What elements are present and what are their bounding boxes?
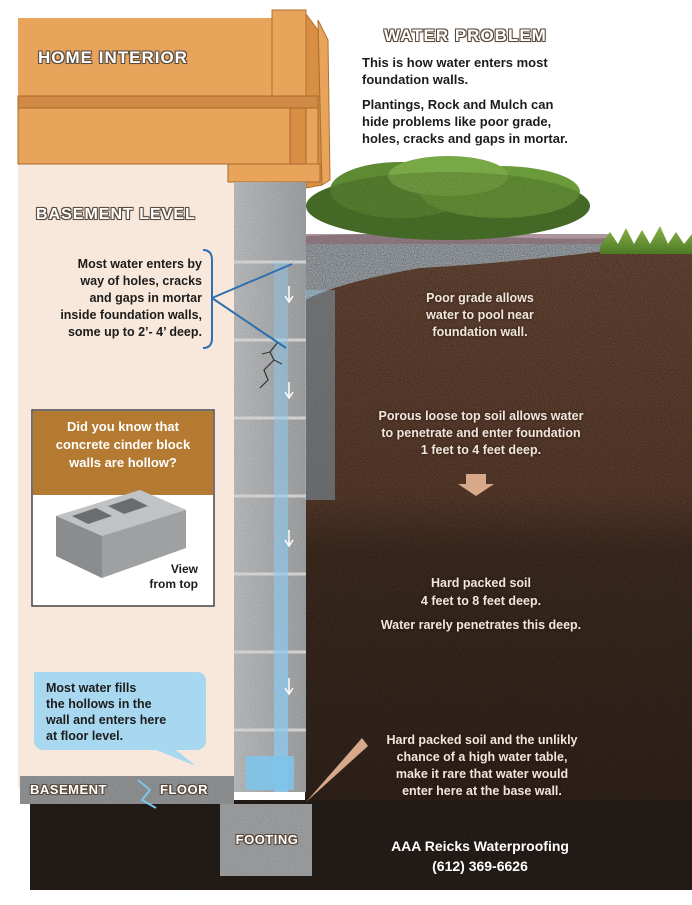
porous-soil-note: Porous loose top soil allows water to pe… xyxy=(336,408,626,459)
table-line-2: chance of a high water table, xyxy=(396,750,568,764)
dyk-line-3: walls are hollow? xyxy=(69,455,177,470)
entry-line-3: and gaps in mortar xyxy=(89,291,202,305)
fill-line-4: at floor level. xyxy=(46,729,124,743)
problem-line-3: Plantings, Rock and Mulch can xyxy=(362,97,554,112)
view-line-2: from top xyxy=(149,577,198,591)
entry-line-2: way of holes, cracks xyxy=(80,274,202,288)
grade-line-1: Poor grade allows xyxy=(426,291,534,305)
dyk-line-2: concrete cinder block xyxy=(55,437,191,452)
dyk-line-1: Did you know that xyxy=(67,419,179,434)
hard-soil-note: Hard packed soil 4 feet to 8 feet deep. … xyxy=(336,574,626,634)
water-table-note: Hard packed soil and the unlikly chance … xyxy=(352,732,612,800)
poor-grade-note: Poor grade allows water to pool near fou… xyxy=(380,290,580,341)
porous-line-2: to penetrate and enter foundation xyxy=(381,426,581,440)
company-name: AAA Reicks Waterproofing xyxy=(391,838,569,854)
hard-line-3: Water rarely penetrates this deep. xyxy=(380,618,582,632)
footing-label: FOOTING xyxy=(235,832,299,847)
fill-line-3: wall and enters here xyxy=(46,713,167,727)
table-line-3: make it rare that water would xyxy=(395,767,569,781)
basement-level-title: BASEMENT LEVEL xyxy=(36,206,196,223)
porous-line-1: Porous loose top soil allows water xyxy=(378,409,584,423)
porous-line-3: 1 feet to 4 feet deep. xyxy=(420,443,542,457)
company-phone: (612) 369-6626 xyxy=(432,858,528,874)
water-problem-title: WATER PROBLEM xyxy=(384,26,547,45)
view-from-top-label: View from top xyxy=(128,562,198,592)
hard-line-2: 4 feet to 8 feet deep. xyxy=(420,594,542,608)
problem-line-1: This is how water enters most xyxy=(362,55,548,70)
problem-line-5: holes, cracks and gaps in mortar. xyxy=(362,131,568,146)
did-you-know-heading: Did you know that concrete cinder block … xyxy=(34,418,212,472)
basement-floor-label: BASEMENT xyxy=(30,782,107,797)
hard-line-1: Hard packed soil xyxy=(430,576,532,590)
grade-line-3: foundation wall. xyxy=(432,325,528,339)
table-line-4: enter here at the base wall. xyxy=(402,784,562,798)
problem-description: This is how water enters most foundation… xyxy=(362,54,682,147)
fill-line-1: Most water fills xyxy=(46,681,137,695)
fill-callout: Most water fills the hollows in the wall… xyxy=(46,680,206,744)
view-line-1: View xyxy=(170,562,198,576)
entry-line-5: some up to 2’- 4’ deep. xyxy=(67,325,202,339)
problem-line-4: hide problems like poor grade, xyxy=(362,114,552,129)
grade-line-2: water to pool near xyxy=(426,308,534,322)
problem-line-2: foundation walls. xyxy=(362,72,469,87)
entry-callout: Most water enters by way of holes, crack… xyxy=(28,256,202,341)
fill-line-2: the hollows in the xyxy=(46,697,152,711)
floor-label: FLOOR xyxy=(160,782,208,797)
home-interior-title: HOME INTERIOR xyxy=(38,48,188,67)
entry-line-4: inside foundation walls, xyxy=(60,308,202,322)
company-block: AAA Reicks Waterproofing (612) 369-6626 xyxy=(360,836,600,876)
entry-line-1: Most water enters by xyxy=(77,257,202,271)
table-line-1: Hard packed soil and the unlikly xyxy=(386,733,578,747)
